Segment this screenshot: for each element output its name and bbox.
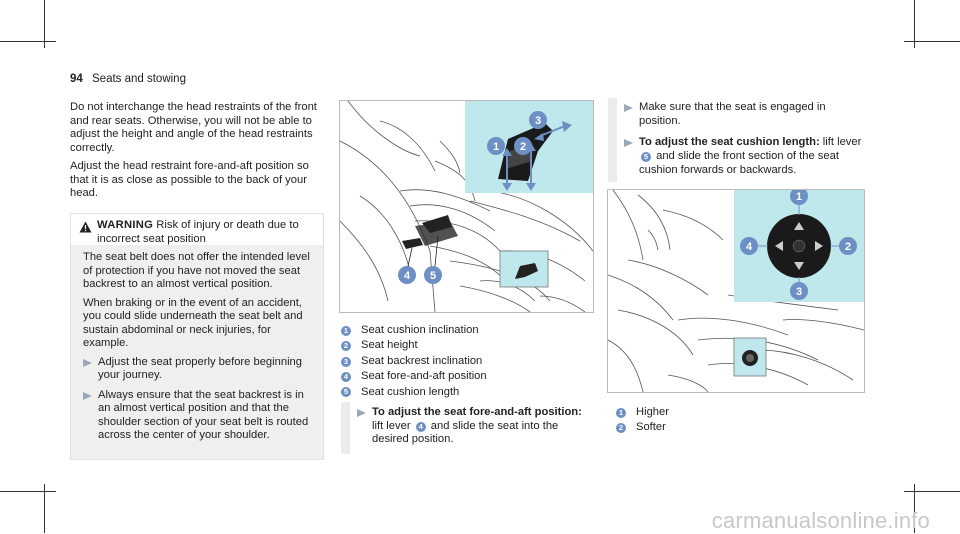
warning-label: WARNING	[97, 219, 154, 231]
warning-step-1: Adjust the seat properly before beginnin…	[83, 356, 315, 383]
page-number: 94	[70, 73, 83, 85]
warning-header: WARNING Risk of injury or death due to i…	[71, 214, 323, 245]
cushion-illustration: 1 2 3 4	[608, 190, 864, 392]
callout-label: 4	[746, 241, 753, 253]
crop-mark	[914, 0, 915, 48]
crop-mark	[914, 484, 915, 533]
callout-label: 1	[493, 141, 499, 153]
step-label: To adjust the seat fore-and-aft position…	[372, 406, 582, 418]
warning-step-1-text: Adjust the seat properly before beginnin…	[98, 355, 302, 382]
middle-step: To adjust the seat fore-and-aft position…	[357, 406, 589, 447]
step-arrow-icon	[624, 101, 639, 128]
right-step-2: To adjust the seat cushion length: lift …	[624, 136, 864, 177]
step-arrow-icon	[357, 406, 372, 447]
right-steps: Make sure that the seat is engaged in po…	[624, 101, 864, 178]
inline-callout: 5	[641, 152, 651, 163]
step-bar	[341, 402, 350, 454]
crop-mark	[904, 41, 960, 42]
step-bar	[608, 98, 617, 182]
warning-step-2-text: Always ensure that the seat backrest is …	[98, 388, 309, 442]
warning-body: The seat belt does not offer the intende…	[71, 245, 323, 443]
left-column: Do not interchange the head restraints o…	[70, 101, 326, 205]
figure-callouts: 1 2 3 4 5	[398, 111, 547, 284]
section-title: Seats and stowing	[92, 73, 186, 85]
crop-mark	[904, 491, 960, 492]
callout-label: 2	[520, 141, 526, 153]
callout-label: 3	[535, 115, 541, 127]
warning-body-1: The seat belt does not offer the intende…	[83, 251, 310, 290]
crop-mark	[0, 491, 56, 492]
seat-controls-figure: 1 2 3 4 5	[339, 100, 594, 313]
seat-cushion-figure: 1 2 3 4	[607, 189, 865, 393]
warning-icon	[79, 219, 97, 241]
warning-body-2: When braking or in the event of an accid…	[83, 296, 303, 350]
inline-callout: 4	[415, 421, 426, 432]
callout-label: 1	[796, 191, 802, 203]
callout-label: 2	[845, 241, 851, 253]
intro-paragraph: Do not interchange the head restraints o…	[70, 101, 317, 155]
step-arrow-icon	[83, 389, 98, 443]
watermark: carmanualsonline.info	[711, 508, 930, 533]
adjust-paragraph: Adjust the head restraint fore-and-aft p…	[70, 159, 309, 200]
figure-callouts: 1 2 3 4	[740, 190, 857, 300]
callout-label: 4	[404, 270, 411, 282]
step-arrow-icon	[624, 136, 639, 177]
warning-step-2: Always ensure that the seat backrest is …	[83, 389, 315, 443]
callout-label: 5	[430, 270, 436, 282]
callout-label: 3	[796, 286, 802, 298]
warning-title: Risk of injury or death due to incorrect…	[97, 219, 299, 245]
seat-illustration: 1 2 3 4 5	[340, 101, 593, 312]
step-arrow-icon	[83, 356, 98, 383]
warning-box: WARNING Risk of injury or death due to i…	[70, 213, 324, 460]
crop-mark	[0, 41, 56, 42]
crop-mark	[44, 484, 45, 533]
right-step-1: Make sure that the seat is engaged in po…	[624, 101, 864, 128]
crop-mark	[44, 0, 45, 48]
page-header: 94 Seats and stowing	[70, 73, 186, 85]
